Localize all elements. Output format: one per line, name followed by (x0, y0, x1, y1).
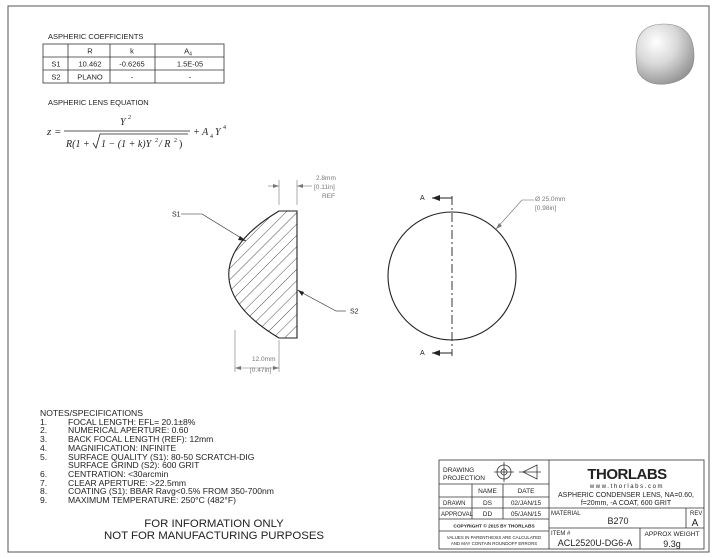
svg-text:Y: Y (120, 117, 127, 128)
equation-title: ASPHERIC LENS EQUATION (48, 98, 149, 107)
website: www.thorlabs.com (589, 484, 664, 490)
material-value: B270 (607, 516, 628, 526)
width-in: [0.47in] (250, 367, 272, 374)
label-s1: S1 (172, 212, 181, 219)
disclaimer-line2: NOT FOR MANUFACTURING PURPOSES (103, 530, 325, 542)
drawing-projection-line1: DRAWING (443, 467, 474, 474)
thorlabs-logo: THORLABS (587, 466, 667, 483)
svg-text:2: 2 (155, 138, 158, 144)
cell-s1-k: -0.6265 (119, 60, 144, 69)
thickness-in: [0.11in] (314, 184, 335, 191)
svg-text:R(1 +: R(1 + (65, 139, 90, 150)
diameter-mm: Ø 25.0mm (535, 196, 565, 203)
notes-title: NOTES/SPECIFICATIONS (40, 408, 143, 418)
sheet-border (7, 5, 710, 553)
item-value: ACL2520U-DG6-A (558, 538, 633, 548)
approval-name: DD (483, 511, 493, 518)
svg-text:+ A: + A (193, 127, 209, 138)
description-line1: ASPHERIC CONDENSER LENS, NA=0.60, (558, 492, 694, 499)
weight-value: 9.3g (663, 539, 681, 549)
svg-text:z =: z = (46, 126, 61, 138)
svg-text:2: 2 (128, 115, 131, 121)
note-item: 5.SURFACE QUALITY (S1): 80-50 SCRATCH-DI… (40, 451, 255, 462)
material-label: MATERIAL (551, 511, 581, 517)
svg-text:1 − (1 + k)Y: 1 − (1 + k)Y (101, 139, 153, 150)
cell-s1-r: 10.462 (79, 60, 102, 69)
lens-thumbnail (635, 23, 695, 85)
rev-value: A (692, 518, 699, 529)
width-mm: 12.0mm (252, 356, 275, 363)
values-note-line2: AND MAY CONTAIN ROUNDOFF ERRORS (451, 541, 537, 546)
diameter-in: [0.98in] (535, 205, 557, 212)
svg-text:4: 4 (223, 125, 226, 131)
projection-symbol (494, 462, 541, 482)
drawing-projection-line2: PROJECTION (443, 475, 485, 482)
cell-s2-a4: - (189, 73, 192, 82)
values-note-line1: VALUES IN PARENTHESIS ARE CALCULATED (447, 535, 541, 540)
note-item: 1.FOCAL LENGTH: EFL= 20.1±8% (40, 416, 196, 427)
header-a4: A4 (184, 47, 192, 58)
note-item: 2.NUMERICAL APERTURE: 0.60 (40, 425, 189, 436)
cell-s1-a4: 1.5E-05 (177, 60, 203, 69)
front-view: A A Ø 25.0mm [0.98in] (387, 195, 565, 357)
drawn-date: 02/JAN/15 (511, 500, 542, 507)
note-item: 8.COATING (S1): BBAR Ravg<0.5% FROM 350-… (40, 486, 274, 497)
coefficients-table: ASPHERIC COEFFICIENTS R k A4 S1 10.462 -… (42, 32, 225, 84)
thickness-mm: 2.8mm (316, 175, 336, 182)
section-label-top: A (420, 195, 425, 202)
coefficients-title: ASPHERIC COEFFICIENTS (48, 32, 143, 41)
description-line2: f=20mm, -A COAT, 600 GRIT (581, 500, 672, 507)
drawn-name: DS (483, 500, 493, 507)
header-k: k (130, 47, 134, 56)
disclaimer: FOR INFORMATION ONLY NOT FOR MANUFACTURI… (96, 518, 332, 542)
copyright: COPYRIGHT © 2015 BY THORLABS (453, 523, 535, 530)
aspheric-equation: z = Y 2 R(1 + 1 − (1 + k)Y 2 / R 2 ) + A… (46, 115, 226, 150)
col-name: NAME (478, 488, 497, 495)
svg-text:2: 2 (174, 138, 177, 144)
svg-text:): ) (179, 139, 182, 150)
svg-text:4: 4 (210, 134, 213, 140)
col-date: DATE (518, 488, 536, 495)
header-r: R (87, 47, 93, 56)
note-item: 4.MAGNIFICATION: INFINITE (40, 442, 177, 453)
lens-cross-section (228, 210, 298, 339)
rev-label: REV (690, 511, 702, 517)
disclaimer-line1: FOR INFORMATION ONLY (144, 518, 284, 530)
approval-date: 05/JAN/15 (511, 511, 542, 518)
cell-s2-r: PLANO (77, 73, 103, 82)
label-s2: S2 (350, 309, 359, 316)
drawn-label: DRAWN (443, 501, 465, 507)
item-label: ITEM # (551, 531, 571, 537)
svg-text:Y: Y (215, 127, 222, 138)
thickness-ref: REF (322, 193, 335, 200)
note-item: 9.MAXIMUM TEMPERATURE: 250°C (482°F) (40, 495, 236, 506)
note-item: 3.BACK FOCAL LENGTH (REF): 12mm (40, 434, 214, 445)
note-item: SURFACE GRIND (S2): 600 GRIT (68, 460, 200, 471)
title-block (438, 459, 705, 550)
note-item: 7.CLEAR APERTURE: >22.5mm (40, 477, 187, 488)
section-label-bottom: A (420, 350, 425, 357)
notes-specifications: NOTES/SPECIFICATIONS 1.FOCAL LENGTH: EFL… (40, 409, 274, 505)
svg-text:/ R: / R (158, 139, 170, 150)
note-item: 6.CENTRATION: <30arcmin (40, 468, 169, 479)
side-view: 2.8mm [0.11in] REF S1 S2 12.0mm [0.47in] (172, 175, 359, 374)
cell-s2-k: - (131, 73, 134, 82)
approval-label: APPROVAL (441, 512, 474, 518)
cell-s1-label: S1 (51, 60, 60, 69)
cell-s2-label: S2 (51, 73, 60, 82)
weight-label: APPROX WEIGHT (645, 531, 700, 538)
